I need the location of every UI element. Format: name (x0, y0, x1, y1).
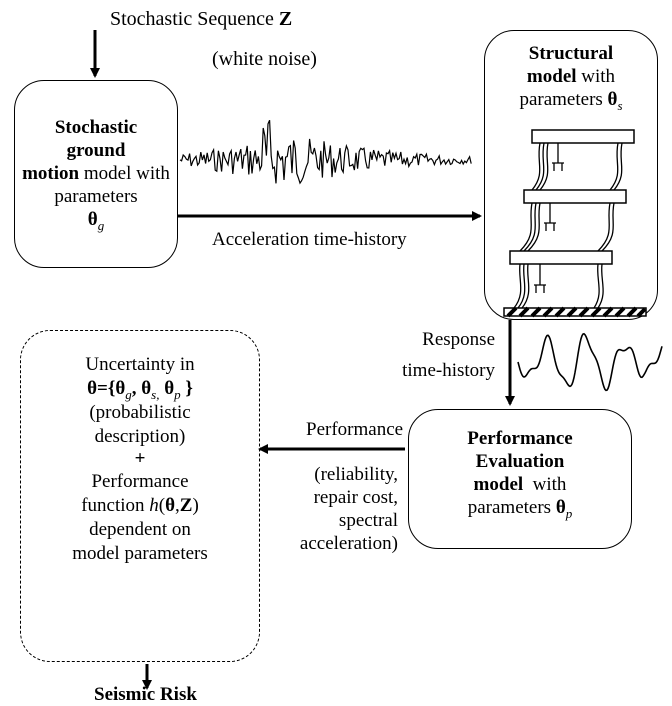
perf-line4-text: parameters (467, 497, 556, 518)
unc-line4: description) (94, 426, 186, 447)
white-noise-label: (white noise) (212, 48, 317, 70)
floor-slab-2 (523, 189, 627, 204)
unc-func-close: ) (192, 495, 199, 516)
unc-func-z: Z (179, 495, 193, 516)
gm-line3-bold: motion (22, 163, 80, 184)
unc-func-open: ( (158, 495, 166, 516)
gm-line4: parameters (54, 186, 138, 207)
damper-2 (544, 203, 556, 231)
unc-theta-set: θ={θg, θs, θp } (20, 378, 260, 406)
perf-line1: Performance (467, 428, 573, 449)
perf-line3-rest: with (523, 474, 567, 495)
gm-param: θg (14, 209, 178, 237)
unc-func-comma: , (175, 495, 180, 516)
gm-theta: θ (87, 209, 98, 230)
struct-line3-text: parameters (519, 89, 608, 110)
perf-line3-bold: model (473, 474, 524, 495)
column-left-lower (513, 263, 530, 309)
column-right-lower (593, 263, 604, 309)
unc-line8: dependent on (89, 519, 191, 540)
perf-theta: θ (555, 497, 566, 518)
performance-label: Performance (306, 419, 404, 440)
perf-line4: parameters θp (408, 497, 632, 525)
floor-slab-1 (509, 250, 613, 265)
struct-line2-bold: model (526, 66, 577, 87)
perf-line3: model with (408, 474, 632, 496)
unc-line3: (probabilistic (89, 402, 191, 423)
unc-theta-eq: θ={θ (87, 378, 126, 399)
perf-detail-3: spectral (338, 510, 398, 531)
acceleration-label: Acceleration time-history (212, 229, 407, 250)
ground-motion-waveform (179, 119, 472, 185)
damper-3 (552, 143, 564, 171)
floor-slab-3 (531, 129, 635, 144)
unc-close: } (180, 378, 193, 399)
unc-line1: Uncertainty in (85, 354, 195, 375)
unc-mid2: θ (159, 378, 175, 399)
response-label-line2: time-history (402, 360, 495, 381)
perf-theta-sub: p (565, 505, 573, 521)
column-left-middle (519, 202, 541, 252)
input-sequence-symbol: Z (278, 8, 293, 30)
gm-theta-sub: g (97, 217, 105, 233)
unc-func-pre: function (81, 495, 150, 516)
unc-line9: model parameters (72, 543, 208, 564)
performance-evaluation-box (408, 409, 632, 549)
damper-1 (534, 264, 546, 293)
unc-line7: function h(θ,Z) (20, 495, 260, 517)
unc-func-h: h (149, 495, 159, 516)
perf-detail-2: repair cost, (313, 487, 398, 508)
gm-line1: Stochastic (54, 117, 138, 138)
column-right-middle (597, 202, 615, 252)
unc-plus: + (134, 448, 146, 469)
gm-line3-rest: model with (79, 163, 170, 184)
unc-mid1: , θ (131, 378, 152, 399)
struct-line1: Structural (528, 43, 614, 64)
perf-line2: Evaluation (475, 451, 565, 472)
response-waveform (517, 332, 663, 392)
unc-sub-p: p (174, 386, 181, 402)
column-left-upper (531, 142, 549, 191)
unc-sub-g: g (125, 386, 132, 402)
column-right-upper (609, 142, 623, 191)
ground-motion-model-box (14, 80, 178, 268)
unc-sub-s: s, (151, 386, 160, 402)
struct-line3: parameters θs (484, 89, 658, 117)
input-sequence-text: Stochastic Sequence (110, 8, 279, 30)
struct-theta-sub: s (617, 97, 623, 113)
response-label-line1: Response (422, 329, 495, 350)
structural-model-box (484, 30, 658, 320)
struct-line2-rest: with (576, 66, 616, 87)
struct-theta: θ (607, 89, 618, 110)
frame-structure-illustration (503, 129, 647, 318)
uncertainty-box (20, 330, 260, 662)
perf-detail-1: (reliability, (314, 464, 398, 485)
input-sequence-label: Stochastic Sequence Z (110, 8, 292, 30)
unc-line6: Performance (91, 471, 189, 492)
perf-detail-4: acceleration) (299, 533, 398, 554)
seismic-risk-label: Seismic Risk (94, 684, 197, 705)
ground-hatching (506, 306, 647, 318)
struct-line2: model with (484, 66, 658, 88)
gm-line2: ground (66, 140, 126, 161)
unc-func-theta: θ (165, 495, 176, 516)
gm-line3: motion model with (14, 163, 178, 185)
